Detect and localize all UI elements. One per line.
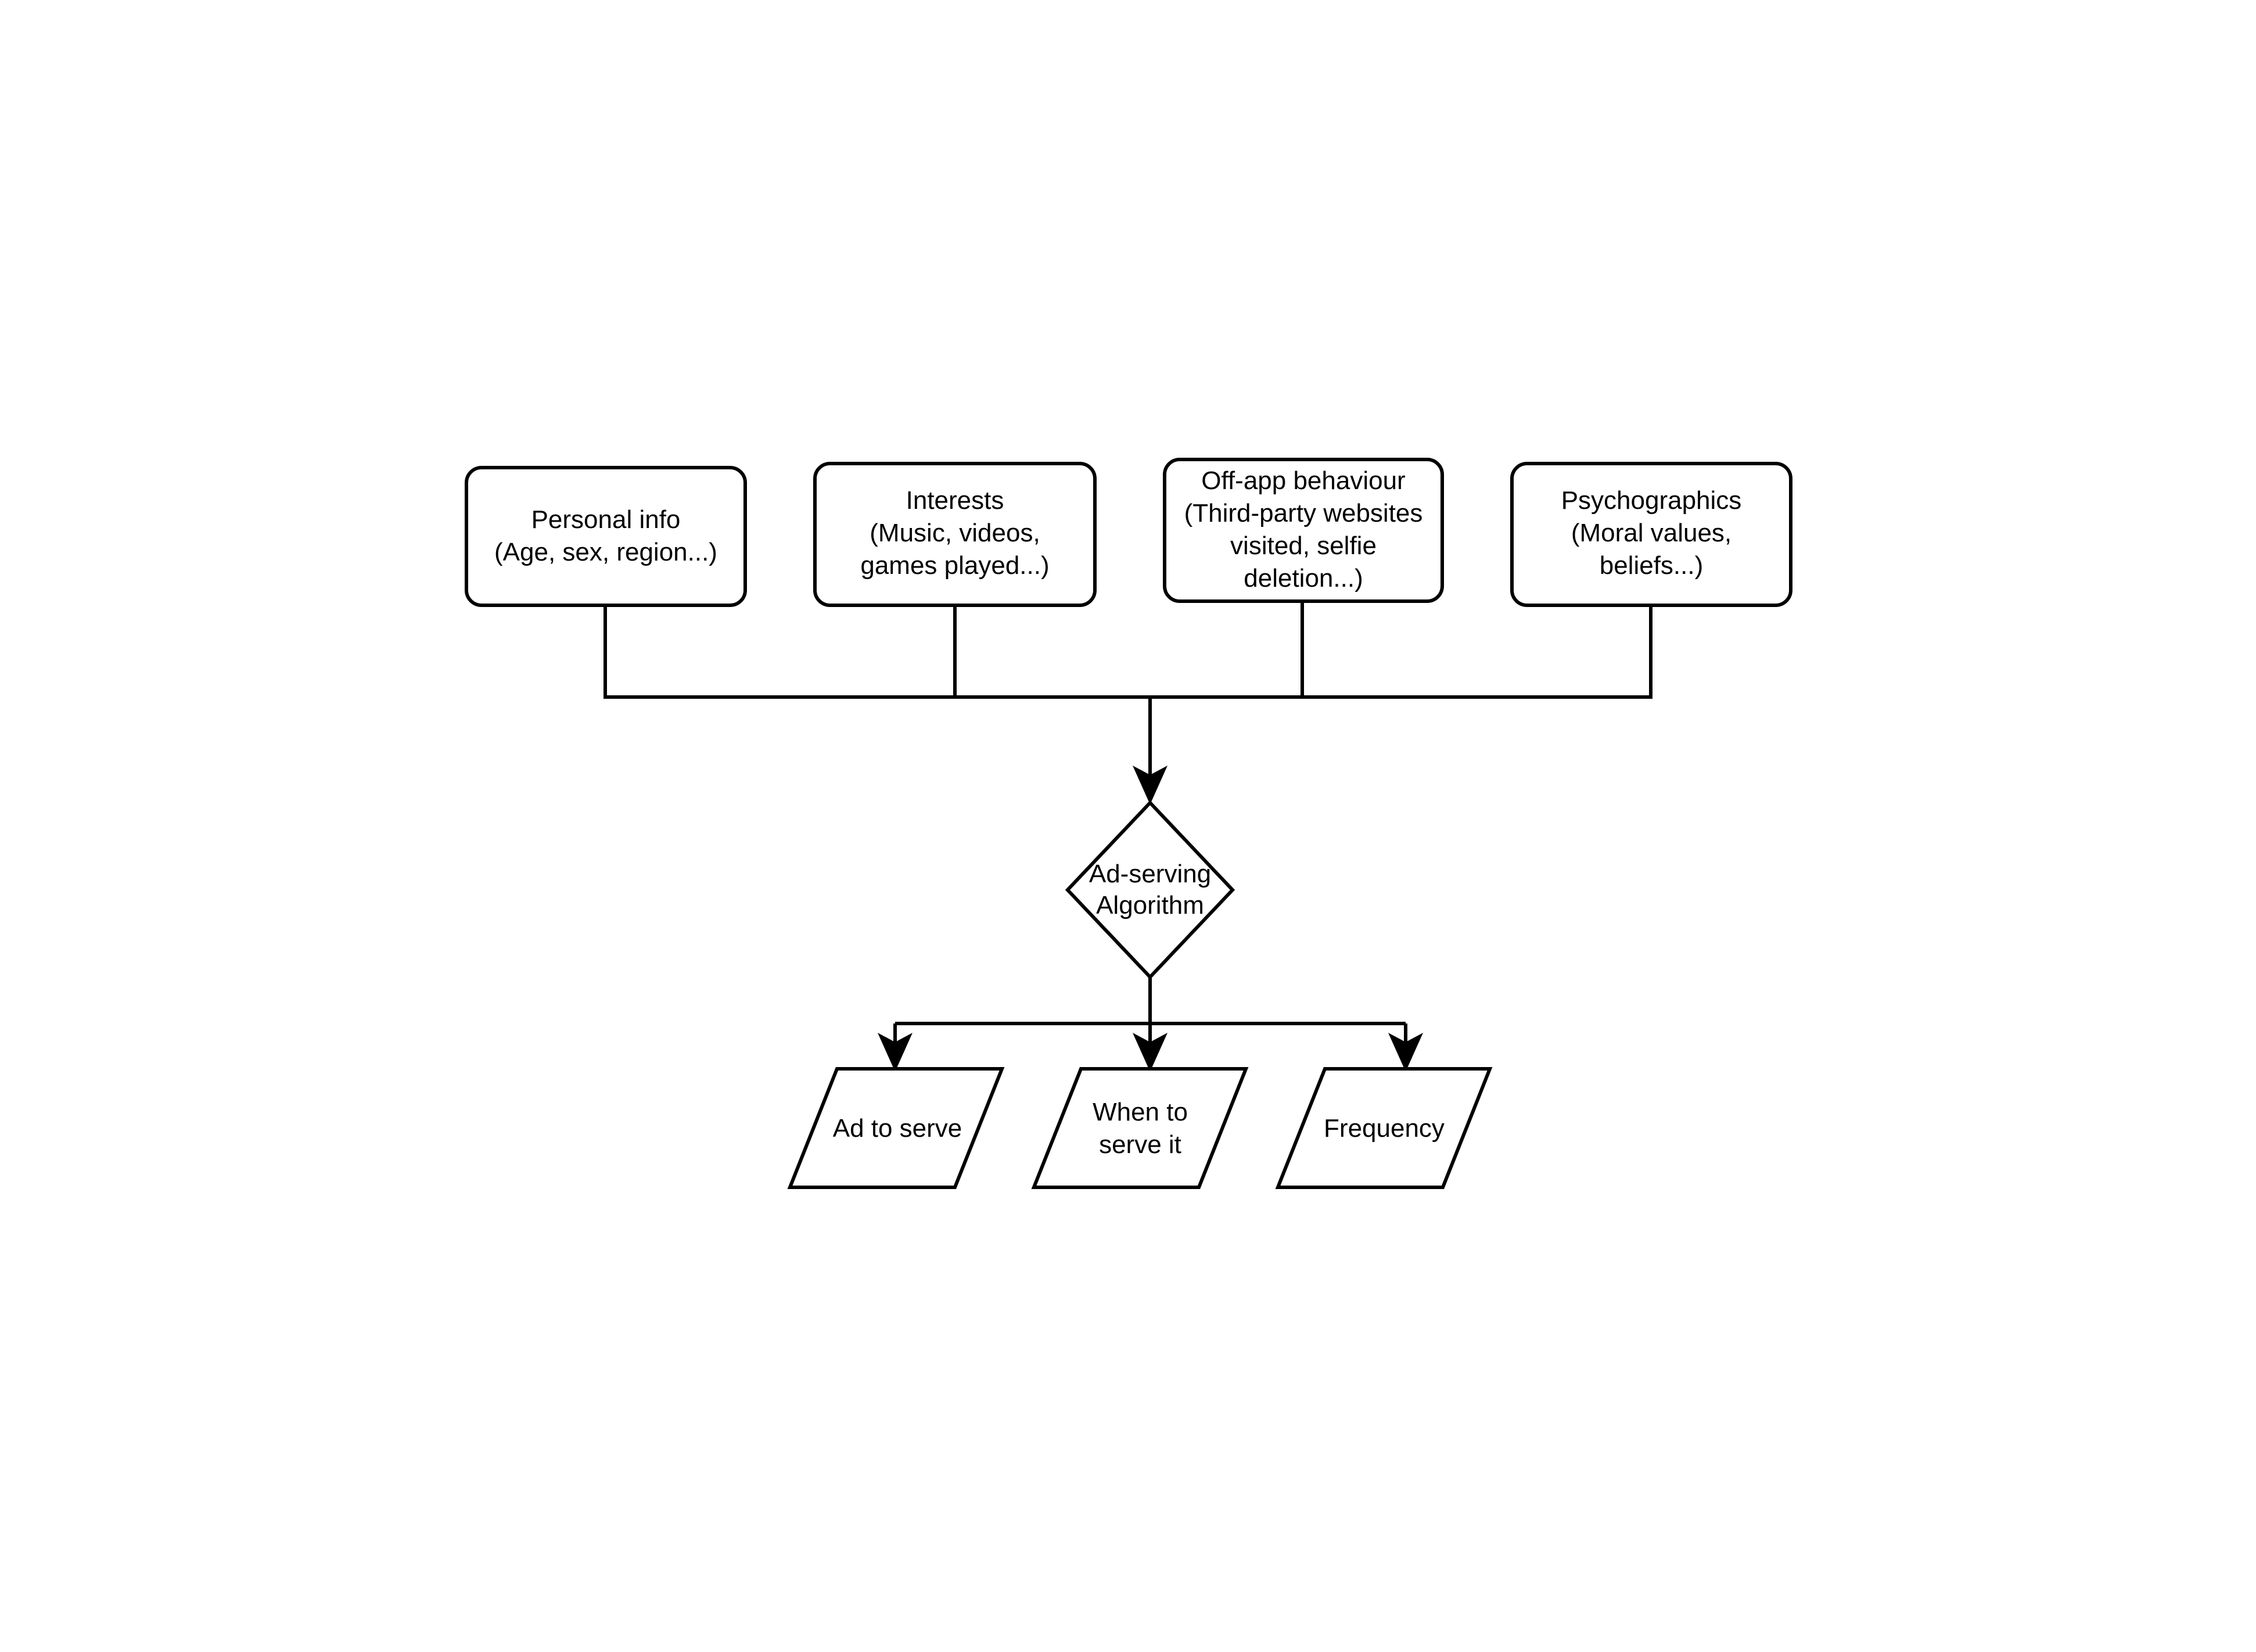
output-label-frequency: Frequency	[1324, 1114, 1445, 1143]
source-label-psychographics: Psychographics (Moral values, beliefs...…	[1561, 486, 1742, 580]
arrowhead-frequency	[1388, 1033, 1423, 1072]
output-parallelogram-ad-to-serve[interactable]	[787, 1067, 1005, 1189]
arrowhead-to-algorithm	[1133, 766, 1167, 805]
source-label-off-app-behaviour: Off-app behaviour (Third-party websites …	[1184, 466, 1423, 592]
connector-algorithm-to-outputs	[893, 977, 1407, 1046]
source-label-personal-info: Personal info (Age, sex, region...)	[494, 505, 717, 566]
output-parallelogram-when-to-serve-it[interactable]	[1031, 1067, 1249, 1189]
decision-label-ad-serving-algorithm: Ad-serving Algorithm	[1089, 860, 1212, 920]
arrowhead-ad-to-serve	[878, 1033, 913, 1072]
connector-sources-to-algorithm	[603, 601, 1653, 790]
source-label-interests: Interests (Music, videos, games played..…	[860, 486, 1050, 580]
output-parallelogram-frequency[interactable]	[1275, 1067, 1493, 1189]
output-label-when-to-serve-it: When to serve it	[1093, 1098, 1188, 1159]
output-label-ad-to-serve: Ad to serve	[832, 1114, 962, 1143]
arrowhead-when-to-serve-it	[1133, 1033, 1167, 1072]
